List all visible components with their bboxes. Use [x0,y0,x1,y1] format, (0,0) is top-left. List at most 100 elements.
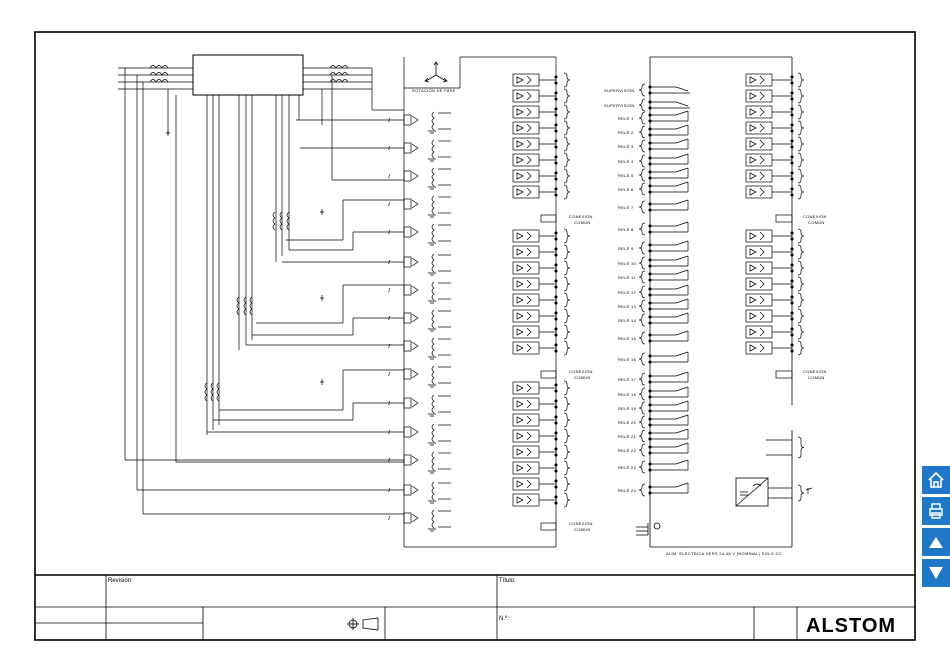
projection-symbol-icon [347,617,379,631]
relay-label: RELÉ 16 [618,357,637,362]
relay-label: RELÉ 24 [618,488,637,493]
relay-contact [638,330,689,345]
relay-label: RELÉ 19 [618,406,637,411]
opto-input [512,292,571,308]
relay-label: RELÉ 9 [618,246,634,251]
analog-input-transformer: I [387,111,451,134]
opto-input [512,276,571,292]
supervision-label-1: SUPERVISIÓN [604,88,635,93]
relay-contact [638,181,689,196]
number-label: N.º: [499,615,509,622]
opto-input [745,152,805,168]
opto-input [512,260,571,276]
relay-label: RELÉ 5 [618,173,634,178]
analog-input-transformer: I [387,509,451,532]
relay-label: RELÉ 7 [618,205,634,210]
analog-input-transformer: I [387,195,451,218]
opto-input [745,324,805,340]
relay-contact [638,255,689,270]
scroll-up-button[interactable] [922,528,950,556]
relay-contact [638,428,689,443]
relay-contact [638,221,689,236]
analog-input-transformer: I [387,423,451,446]
svg-text:I: I [387,146,391,152]
analog-input-transformer: I [387,394,451,417]
relay-label: RELÉ 3 [618,144,634,149]
relay-label: RELÉ 13 [618,304,637,309]
relay-contact [638,414,689,429]
svg-text:I: I [387,401,391,407]
opto-input [745,244,805,260]
opto-input [745,340,805,356]
svg-text:I: I [387,516,391,522]
relay-label: RELÉ 2 [618,130,634,135]
svg-text:I: I [387,118,391,124]
opto-input [512,492,571,508]
relay-label: RELÉ 15 [618,336,637,341]
opto-input [512,428,571,444]
opto-input [512,136,571,152]
common-connection-label-4b: COMÚN [808,220,825,225]
svg-text:I: I [387,202,391,208]
opto-input [745,120,805,136]
print-button[interactable] [922,497,950,525]
relay-label: RELÉ 8 [618,227,634,232]
opto-input [512,228,571,244]
relay-contact [638,351,689,366]
opto-input [512,152,571,168]
analog-input-transformer: I [387,365,451,388]
home-icon [928,471,944,488]
opto-input [745,72,805,88]
opto-input [745,136,805,152]
opto-input [512,72,571,88]
supervision-label-2: SUPERVISIÓN [604,103,635,108]
opto-input [745,104,805,120]
common-connection-label-5b: COMÚN [808,375,825,380]
analog-input-transformer: I [387,337,451,360]
relay-contact [638,269,689,284]
opto-input [745,308,805,324]
common-connection-label-3b: COMÚN [574,527,591,532]
common-connection-label-2a: CONEXIÓN [569,369,593,374]
relay-contact [638,442,689,457]
relay-contact [638,199,689,214]
analog-input-transformer: I [387,253,451,276]
opto-input [512,104,571,120]
svg-text:I: I [387,488,391,494]
svg-text:I: I [387,288,391,294]
opto-input [512,444,571,460]
svg-text:I: I [387,458,391,464]
relay-label: RELÉ 6 [618,187,634,192]
relay-label: RELÉ 22 [618,448,637,453]
scroll-down-button[interactable] [922,559,950,587]
analog-input-transformer: I [387,281,451,304]
relay-contact [638,124,689,139]
title-label: Título: [499,578,516,584]
opto-input [512,460,571,476]
sidebar-toolbar [922,466,950,590]
relay-label: RELÉ 21 [618,434,637,439]
relay-label: RELÉ 1 [618,116,634,121]
opto-input [512,88,571,104]
relay-label: RELÉ 17 [618,377,637,382]
analog-input-transformer: I [387,451,451,474]
relay-contact [638,312,689,327]
supervision-contact [638,98,690,112]
common-connection-label-2b: COMÚN [574,375,591,380]
home-button[interactable] [922,466,950,494]
opto-input [512,244,571,260]
svg-text:I: I [387,316,391,322]
revision-label: Revisión: [108,578,133,584]
opto-input [745,184,805,200]
relay-label: RELÉ 10 [618,261,637,266]
alstom-logo: ALSTOM [806,615,896,637]
relay-contact [638,400,689,415]
relay-label: RELÉ 23 [618,465,637,470]
opto-input [745,228,805,244]
supervision-contact [638,83,690,97]
relay-label: RELÉ 14 [618,318,637,323]
opto-input [512,168,571,184]
opto-input [512,412,571,428]
svg-text:I: I [387,344,391,350]
